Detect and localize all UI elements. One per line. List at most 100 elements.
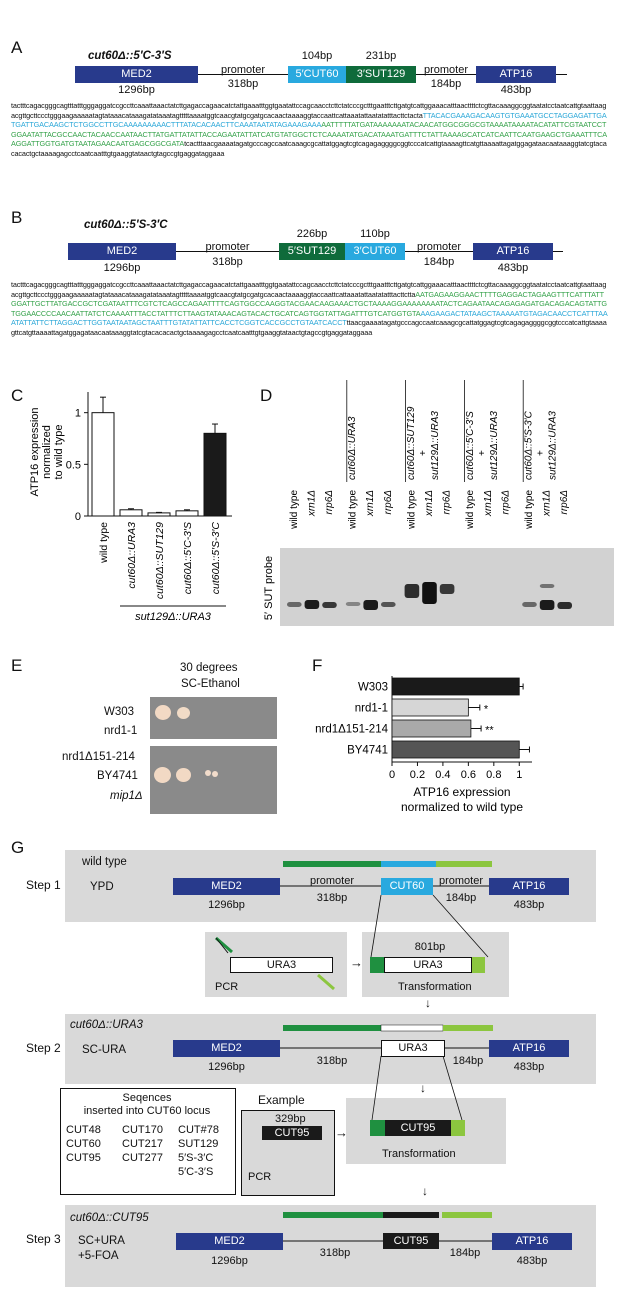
- step3-media-a: SC+URA: [78, 1235, 125, 1247]
- strain-nrd1-1: nrd1-1: [104, 725, 138, 737]
- d-lane-7: xrn1Δ: [424, 490, 435, 517]
- f-xlabel-1: ATP16 expression: [413, 785, 510, 799]
- g2-med2: MED2: [173, 1040, 280, 1057]
- g2-line-r: [442, 1055, 463, 1121]
- transform-label-2: Transformation: [382, 1148, 456, 1160]
- c-cat-0: wild type: [98, 522, 110, 564]
- f-xtick-label-0: 0: [389, 769, 395, 781]
- sequence-item-2-1: CUT277: [122, 1152, 163, 1164]
- strain-w303: W303: [104, 706, 135, 718]
- seq-a-black2: tcactttaacgaaaatagatgcccagccaatcaaagcgca…: [11, 139, 607, 158]
- scheme-g: [173, 861, 572, 1242]
- g2-318: 318bp: [316, 1055, 348, 1067]
- panel-a-med2-box: MED2: [75, 66, 198, 83]
- strain-mip1: mip1Δ: [110, 790, 143, 802]
- d-lane-12: wild type: [524, 490, 535, 530]
- c-ytick-label-1: 0.5: [66, 459, 81, 471]
- spot-w303-2: [177, 707, 190, 719]
- sequence-item-1-2: SUT129: [178, 1138, 219, 1150]
- g1-atp16: ATP16: [489, 878, 569, 895]
- t1-flank-r: [471, 957, 485, 973]
- pcr1-primer-l: [215, 936, 233, 954]
- cut95-transform-box: CUT95: [385, 1120, 451, 1136]
- c-cat-3: cut60Δ::5′C-3′S: [182, 522, 194, 594]
- g1-184: 184bp: [445, 892, 477, 904]
- panel-d-letter: D: [260, 386, 273, 405]
- strain-by4741: BY4741: [97, 770, 138, 782]
- g2-ura3: URA3: [381, 1040, 445, 1057]
- seq-a-green: AATTTTTATGATAAAAAAATACAACATGGCGGGCGTAAAA…: [11, 120, 607, 149]
- panel-a-sequence: tactttcagacgggcagtttatttgggaggatccgccttc…: [11, 101, 609, 199]
- arrow-down-1: ↓: [425, 996, 431, 1010]
- d-lane-13: xrn1Δ: [542, 490, 553, 517]
- arrow-2: →: [335, 1125, 348, 1140]
- pcr-label-1: PCR: [215, 981, 239, 993]
- d-band-12: [557, 602, 572, 609]
- panel-a-atp16-box: ATP16: [476, 66, 556, 83]
- g3-bar-ltgreen: [442, 1212, 492, 1218]
- g1-med2-bp: 1296bp: [208, 899, 245, 911]
- cut95-pcr-box: CUT95: [262, 1126, 322, 1140]
- step3-title: cut60Δ::CUT95: [70, 1212, 149, 1224]
- panel-a-promoter1-bp: 318bp: [227, 78, 259, 90]
- d-group-top-3: cut60Δ::5′S-3′C: [524, 410, 535, 480]
- panel-e-header1: 30 degrees: [180, 662, 238, 674]
- t2-flank-l: [370, 1120, 385, 1136]
- f-bar-0: [391, 677, 520, 696]
- panel-g-letter: G: [11, 838, 25, 857]
- d-lane-4: xrn1Δ: [365, 490, 376, 517]
- d-lane-14: rrp6Δ: [559, 490, 570, 515]
- f-xlabel-2: normalized to wild type: [401, 800, 523, 814]
- spot-w303-1: [155, 705, 171, 720]
- f-bar-3: [391, 740, 520, 759]
- panel-f-letter: F: [312, 656, 323, 675]
- step2-title: cut60Δ::URA3: [70, 1019, 143, 1031]
- g2-atp16: ATP16: [489, 1040, 569, 1057]
- sequence-item-1-1: CUT217: [122, 1138, 163, 1150]
- f-bar-2: [391, 719, 472, 738]
- g3-med2: MED2: [176, 1233, 283, 1250]
- d-group-plus-2: +: [477, 450, 488, 456]
- panel-a-cut60-bp: 104bp: [301, 50, 333, 62]
- d-lane-11: rrp6Δ: [500, 490, 511, 515]
- d-group-bottom-2: sut129Δ::URA3: [489, 411, 500, 480]
- seq-title1: Seqences: [122, 1092, 172, 1104]
- f-sig-1: *: [484, 704, 489, 716]
- arrow-down-2: ↓: [420, 1081, 426, 1095]
- arrow-1: →: [350, 955, 363, 970]
- panel-e-letter: E: [11, 656, 23, 675]
- g3-184: 184bp: [449, 1247, 481, 1259]
- g1-318: 318bp: [316, 892, 348, 904]
- panel-b-promoter1-bp: 318bp: [212, 256, 243, 268]
- g1-line-l: [370, 894, 382, 958]
- example-box: [241, 1110, 335, 1196]
- f-xtick-label-4: 0.8: [486, 769, 501, 781]
- panel-a-atp16-bp: 483bp: [500, 84, 532, 96]
- d-lane-0: wild type: [289, 490, 300, 530]
- transform-label-1: Transformation: [398, 981, 472, 993]
- g1-promoter: promoter: [309, 875, 355, 887]
- g1-promoter2: promoter: [438, 875, 484, 887]
- sequence-item-2-0: CUT95: [66, 1152, 101, 1164]
- panel-b-cut60-bp: 110bp: [360, 228, 390, 240]
- c-cat-2: cut60Δ::SUT129: [154, 522, 166, 599]
- panel-b-sut129-bp: 226bp: [296, 228, 328, 240]
- g2-bar-ltgreen: [443, 1025, 493, 1031]
- d-lane-10: xrn1Δ: [483, 490, 494, 517]
- g2-bar-dkgreen: [283, 1025, 381, 1031]
- panel-e-header2: SC-Ethanol: [181, 678, 240, 690]
- step3-label: Step 3: [26, 1232, 61, 1246]
- panel-b-promoter1: promoter: [205, 241, 250, 253]
- step3-media-b: +5-FOA: [78, 1250, 119, 1262]
- sequence-item-0-2: CUT#78: [178, 1124, 219, 1136]
- d-lane-8: rrp6Δ: [442, 490, 453, 515]
- c-bar-1: [119, 509, 143, 517]
- g3-318: 318bp: [319, 1247, 351, 1259]
- panel-a-promoter2-bp: 184bp: [430, 78, 462, 90]
- d-lane-2: rrp6Δ: [324, 490, 335, 515]
- d-lane-5: rrp6Δ: [383, 490, 394, 515]
- panel-b-sequence: tactttcagacgggcagtttatttgggaggatccgccttc…: [11, 280, 609, 378]
- f-cat-0: W303: [358, 682, 388, 694]
